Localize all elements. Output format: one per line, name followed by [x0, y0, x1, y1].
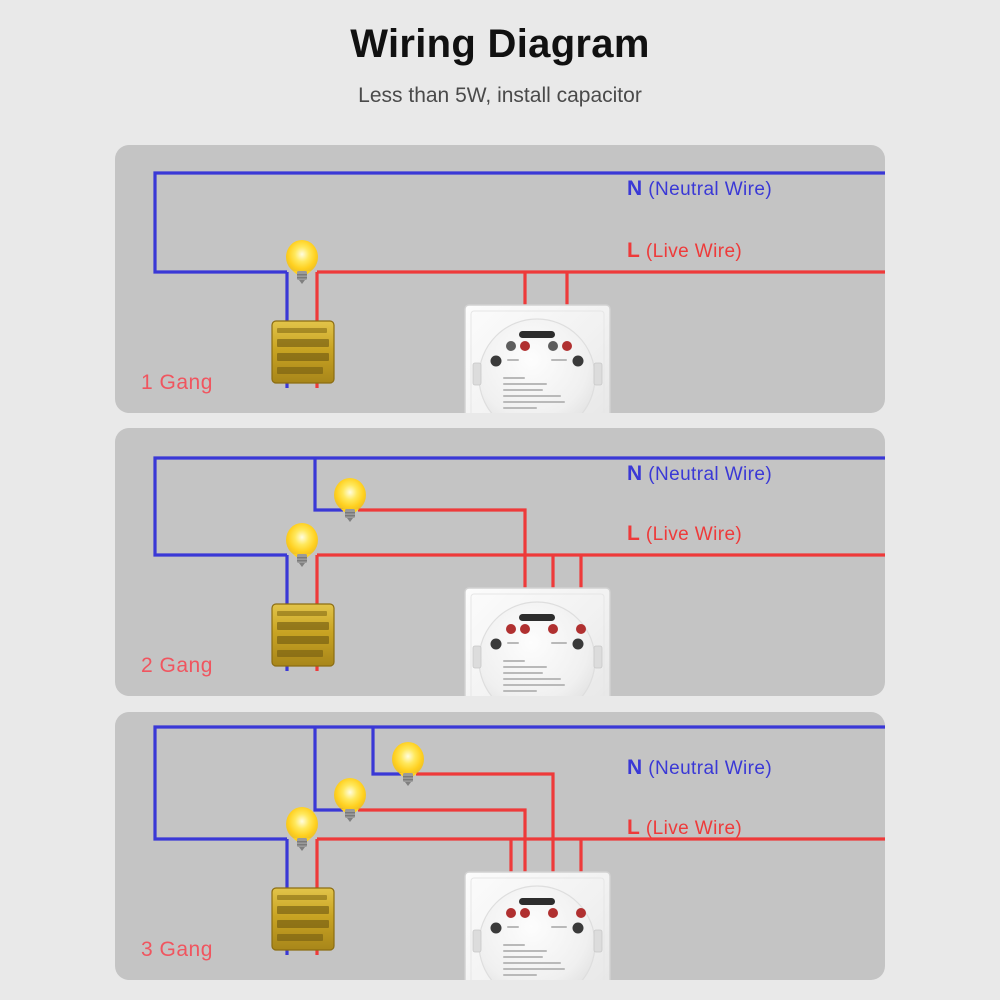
panel-2-wiring-svg [153, 456, 885, 696]
switch-print-text [503, 359, 567, 409]
live-symbol: L [627, 816, 641, 839]
live-text: (Live Wire) [645, 524, 743, 545]
live-symbol: L [627, 522, 641, 545]
neutral-wire-label-2: N (Neutral Wire) [627, 462, 772, 486]
switch-print-text [503, 926, 567, 976]
gang-label-1: 1 Gang [141, 371, 213, 394]
page-subtitle: Less than 5W, install capacitor [358, 84, 642, 107]
light-bulb [286, 807, 318, 851]
panel-3-wiring-svg [153, 725, 885, 980]
gang-label-3: 3 Gang [141, 938, 213, 961]
neutral-symbol: N [627, 177, 643, 200]
page-title: Wiring Diagram [350, 22, 650, 66]
capacitor [271, 887, 335, 951]
live-wire-label-3: L (Live Wire) [627, 816, 742, 840]
live-wire-label-1: L (Live Wire) [627, 239, 742, 263]
diagram-panel-2-gang: 2 Gang N (Neutral Wire) L (Live Wire) [115, 428, 885, 696]
neutral-text: (Neutral Wire) [648, 179, 773, 200]
diagram-panel-1-gang: 1 Gang N (Neutral Wire) L (Live Wire) [115, 145, 885, 413]
live-text: (Live Wire) [645, 241, 743, 262]
neutral-symbol: N [627, 462, 643, 485]
switch-terminals [506, 341, 572, 351]
touch-switch-module [464, 304, 611, 413]
live-wire-label-2: L (Live Wire) [627, 522, 742, 546]
switch-terminals [506, 624, 586, 634]
diagram-panel-3-gang: 3 Gang N (Neutral Wire) L (Live Wire) [115, 712, 885, 980]
switch-print-text [503, 642, 567, 692]
light-bulb [286, 240, 318, 284]
light-bulb [334, 478, 366, 522]
neutral-text: (Neutral Wire) [648, 758, 773, 779]
light-bulb [392, 742, 424, 786]
touch-switch-module [464, 587, 611, 696]
capacitor [271, 603, 335, 667]
live-text: (Live Wire) [645, 818, 743, 839]
gang-label-2: 2 Gang [141, 654, 213, 677]
light-bulb [286, 523, 318, 567]
touch-switch-module [464, 871, 611, 980]
switch-terminals [506, 908, 586, 918]
live-symbol: L [627, 239, 641, 262]
capacitor [271, 320, 335, 384]
neutral-text: (Neutral Wire) [648, 464, 773, 485]
panel-1-wiring-svg [153, 171, 885, 413]
neutral-wire-label-1: N (Neutral Wire) [627, 177, 772, 201]
light-bulb [334, 778, 366, 822]
neutral-wire-label-3: N (Neutral Wire) [627, 756, 772, 780]
neutral-symbol: N [627, 756, 643, 779]
